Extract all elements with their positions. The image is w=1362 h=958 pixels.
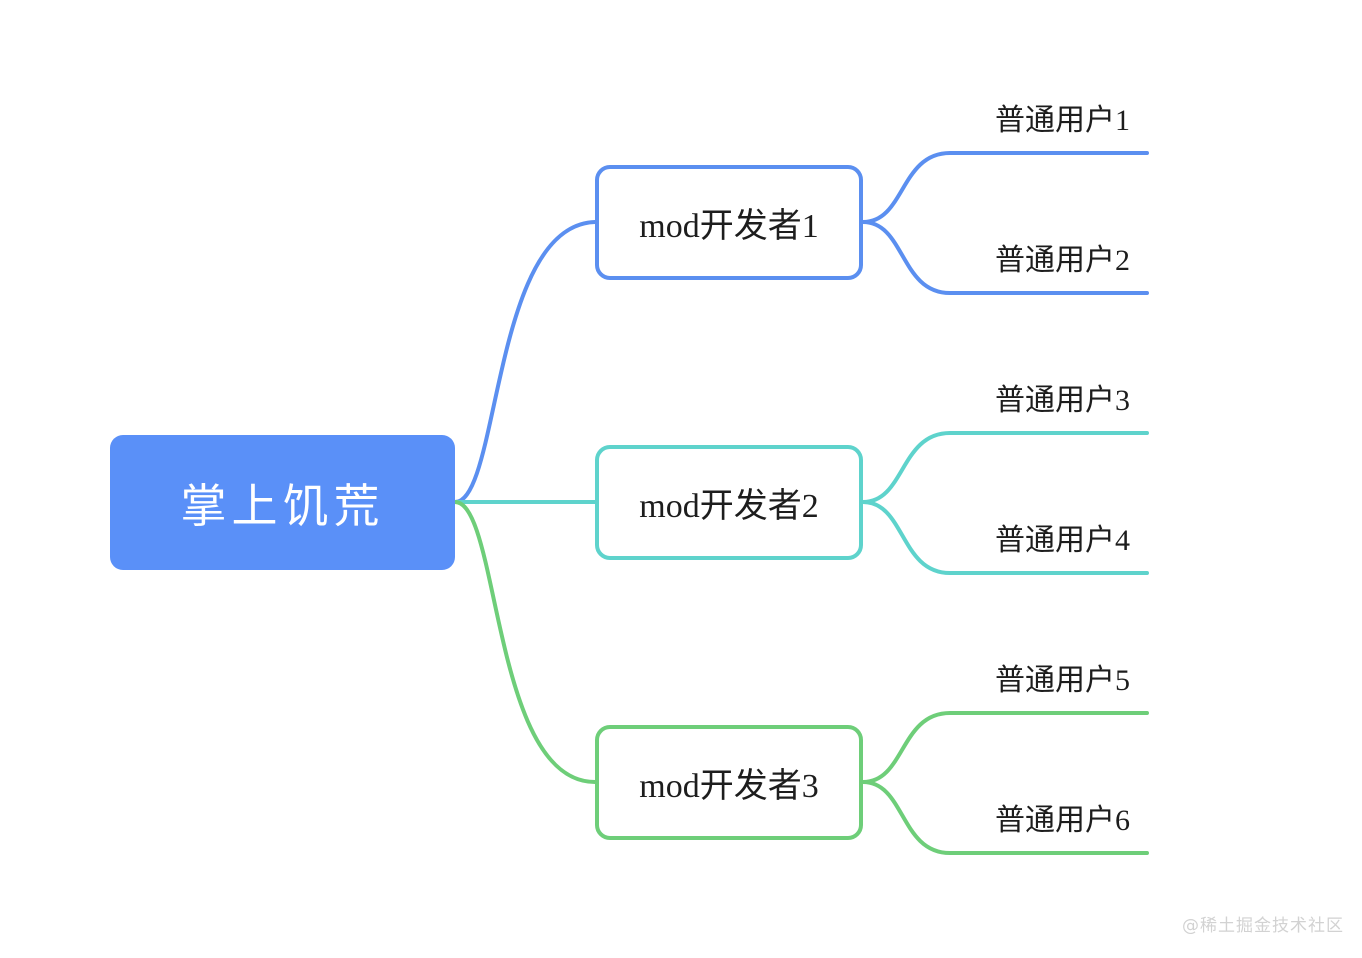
leaf-node-normal-user-3[interactable]: 普通用户3 [995,384,1130,417]
leaf-node-normal-user-6[interactable]: 普通用户6 [995,804,1130,837]
edge-root-to-branch-2 [453,500,597,784]
edge-branch-2-to-leaf-5 [861,780,1149,855]
leaf-node-normal-user-5[interactable]: 普通用户5 [995,664,1130,697]
edge-branch-1-to-leaf-2 [861,431,1149,504]
edge-branch-2-to-leaf-4 [861,711,1149,784]
edge-branch-1-to-leaf-3 [861,500,1149,575]
edge-branch-0-to-leaf-1 [861,220,1149,295]
branch-node-mod-developer-2[interactable]: mod开发者2 [595,445,863,560]
watermark: @稀土掘金技术社区 [1182,916,1344,936]
edge-root-to-branch-0 [453,220,597,504]
leaf-node-normal-user-4[interactable]: 普通用户4 [995,524,1130,557]
branch-node-mod-developer-3[interactable]: mod开发者3 [595,725,863,840]
leaf-node-normal-user-1[interactable]: 普通用户1 [995,104,1130,137]
edge-branch-0-to-leaf-0 [861,151,1149,224]
leaf-node-normal-user-2[interactable]: 普通用户2 [995,244,1130,277]
root-node[interactable]: 掌上饥荒 [110,435,455,570]
branch-node-mod-developer-1[interactable]: mod开发者1 [595,165,863,280]
